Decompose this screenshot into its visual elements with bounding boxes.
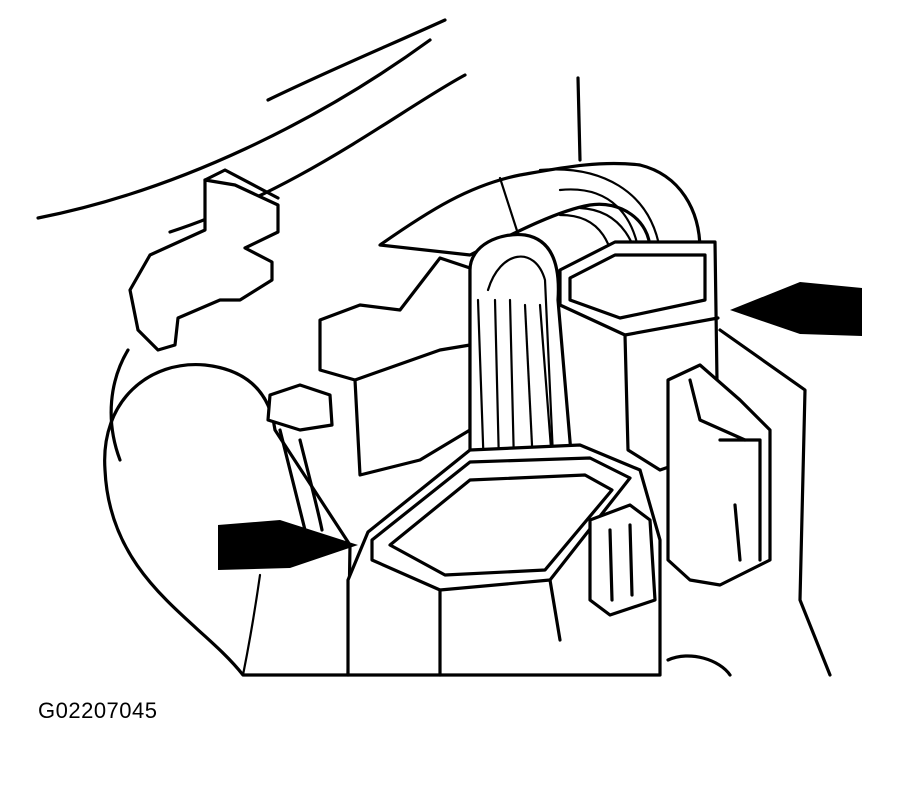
center-plate	[318, 256, 472, 477]
hose	[103, 348, 352, 677]
figure-id-label: G02207045	[38, 698, 158, 723]
side-wall	[718, 328, 832, 677]
arrow-front-connector	[218, 520, 358, 570]
arrow-right-connector	[730, 282, 862, 336]
mounting-bracket	[128, 168, 334, 532]
rear-connector	[558, 240, 772, 587]
front-connector	[346, 443, 732, 677]
